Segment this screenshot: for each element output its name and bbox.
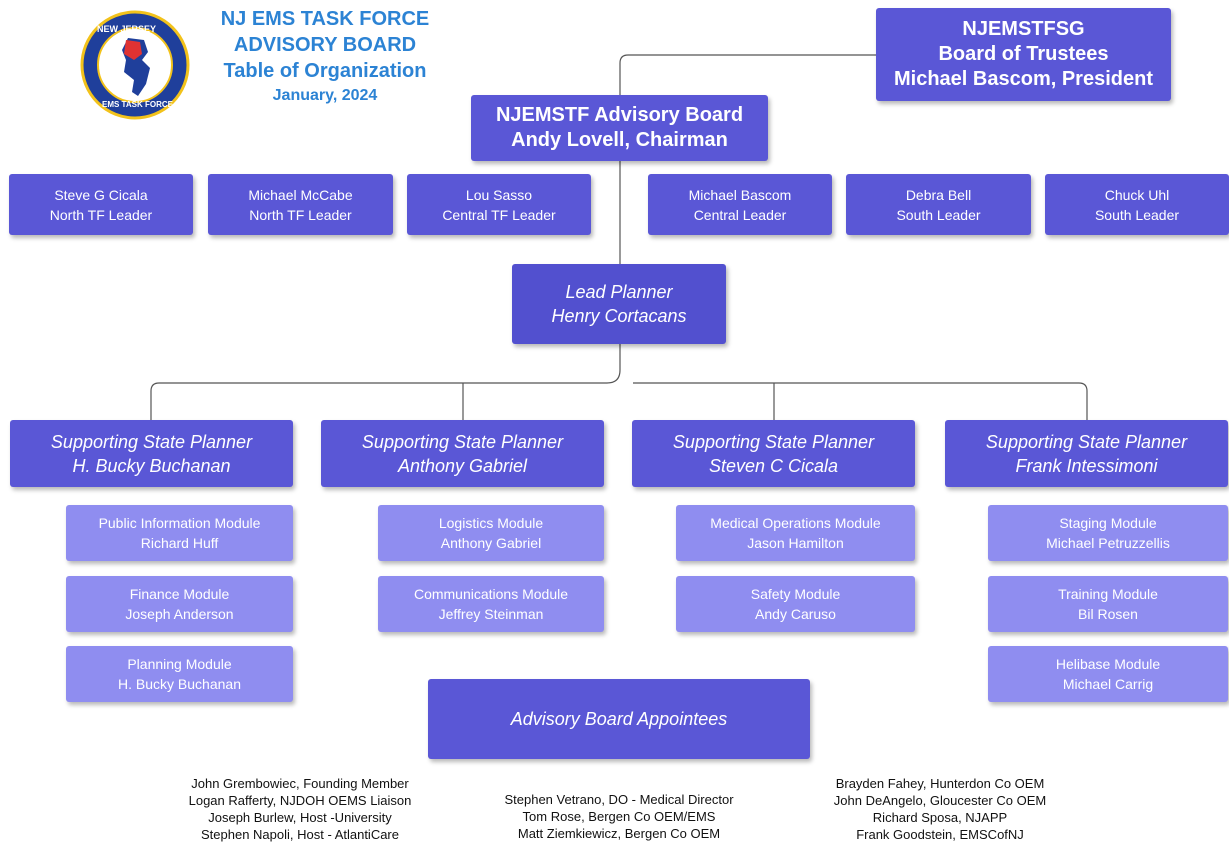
module-box: Safety Module Andy Caruso (676, 576, 915, 632)
planner-name: Frank Intessimoni (1015, 455, 1158, 476)
planner-title: Supporting State Planner (985, 431, 1188, 452)
module-box: Finance Module Joseph Anderson (66, 576, 293, 632)
lead-planner-name: Henry Cortacans (551, 306, 687, 326)
module-lead: Anthony Gabriel (440, 535, 542, 551)
module-lead: Jeffrey Steinman (438, 606, 544, 622)
logo-top-text: NEW JERSEY (97, 24, 156, 34)
leader-role: Central Leader (693, 206, 787, 223)
module-box: Public Information Module Richard Huff (66, 505, 293, 561)
module-box: Training Module Bil Rosen (988, 576, 1228, 632)
supporting-planner-box: Supporting State Planner Frank Intessimo… (945, 420, 1228, 487)
module-title: Training Module (1058, 586, 1158, 602)
supporting-planner-box: Supporting State Planner Anthony Gabriel (321, 420, 604, 487)
module-box: Communications Module Jeffrey Steinman (378, 576, 604, 632)
leader-name: Lou Sasso (465, 186, 533, 203)
appointee-name: Tom Rose, Bergen Co OEM/EMS (522, 809, 716, 824)
module-lead: Andy Caruso (755, 606, 836, 622)
leader-box: Michael Bascom Central Leader (648, 174, 832, 235)
board-of-trustees-box: NJEMSTFSG Board of Trustees Michael Basc… (876, 8, 1171, 101)
module-lead: H. Bucky Buchanan (118, 676, 241, 692)
trustees-title: Board of Trustees (938, 43, 1109, 65)
module-title: Medical Operations Module (710, 515, 881, 531)
module-box: Medical Operations Module Jason Hamilton (676, 505, 915, 561)
leader-role: North TF Leader (249, 206, 352, 223)
leader-name: Chuck Uhl (1104, 186, 1170, 203)
chart-title: NJ EMS TASK FORCE ADVISORY BOARD Table o… (190, 6, 460, 108)
planner-title: Supporting State Planner (50, 431, 253, 452)
appointees-box: Advisory Board Appointees (428, 679, 810, 759)
lead-planner-title: Lead Planner (565, 282, 673, 302)
module-title: Public Information Module (98, 515, 261, 531)
module-lead: Bil Rosen (1078, 606, 1138, 622)
logo: NEW JERSEY EMS TASK FORCE (80, 10, 190, 120)
appointee-name: Richard Sposa, NJAPP (872, 810, 1008, 825)
appointee-name: Stephen Napoli, Host - AtlantiCare (201, 827, 399, 842)
leader-box: Debra Bell South Leader (846, 174, 1031, 235)
module-lead: Richard Huff (140, 535, 219, 551)
module-title: Staging Module (1059, 515, 1157, 531)
leader-box: Chuck Uhl South Leader (1045, 174, 1229, 235)
module-title: Finance Module (129, 586, 230, 602)
appointee-name: Brayden Fahey, Hunterdon Co OEM (835, 776, 1045, 791)
new-jersey-map-seal-icon: NEW JERSEY EMS TASK FORCE (80, 10, 190, 120)
appointee-name: John DeAngelo, Gloucester Co OEM (833, 793, 1047, 808)
leader-box: Lou Sasso Central TF Leader (407, 174, 591, 235)
module-box: Planning Module H. Bucky Buchanan (66, 646, 293, 702)
title-date: January, 2024 (272, 87, 378, 104)
appointee-name: Matt Ziemkiewicz, Bergen Co OEM (517, 826, 721, 841)
lead-planner-box: Lead Planner Henry Cortacans (512, 264, 726, 344)
planner-title: Supporting State Planner (361, 431, 564, 452)
module-box: Logistics Module Anthony Gabriel (378, 505, 604, 561)
appointees-column-center: Stephen Vetrano, DO - Medical Director T… (460, 791, 778, 842)
module-box: Helibase Module Michael Carrig (988, 646, 1228, 702)
leader-name: Michael McCabe (248, 186, 353, 203)
module-title: Safety Module (750, 586, 841, 602)
leader-role: South Leader (896, 206, 981, 223)
appointee-name: Logan Rafferty, NJDOH OEMS Liaison (188, 793, 412, 808)
appointees-column-right: Brayden Fahey, Hunterdon Co OEM John DeA… (790, 775, 1090, 843)
leader-box: Michael McCabe North TF Leader (208, 174, 393, 235)
module-lead: Jason Hamilton (747, 535, 844, 551)
trustees-connector (619, 54, 876, 95)
module-title: Logistics Module (438, 515, 544, 531)
leader-name: Debra Bell (905, 186, 972, 203)
appointees-column-left: John Grembowiec, Founding Member Logan R… (150, 775, 450, 843)
appointee-name: Stephen Vetrano, DO - Medical Director (504, 792, 734, 807)
module-lead: Michael Petruzzellis (1046, 535, 1170, 551)
supporting-planner-box: Supporting State Planner H. Bucky Buchan… (10, 420, 293, 487)
planner-title: Supporting State Planner (672, 431, 875, 452)
module-title: Helibase Module (1055, 656, 1161, 672)
appointee-name: Frank Goodstein, EMSCofNJ (856, 827, 1024, 842)
lead-to-planners-connector (150, 344, 621, 420)
advisory-board-title: NJEMSTF Advisory Board (495, 104, 744, 126)
module-lead: Joseph Anderson (125, 606, 234, 622)
module-title: Communications Module (413, 586, 569, 602)
title-line-3: Table of Organization (223, 60, 427, 82)
trustees-org: NJEMSTFSG (962, 18, 1085, 40)
module-box: Staging Module Michael Petruzzellis (988, 505, 1228, 561)
leader-name: Steve G Cicala (54, 186, 148, 203)
advisory-board-chair: Andy Lovell, Chairman (511, 129, 728, 151)
appointee-name: Joseph Burlew, Host -University (208, 810, 392, 825)
planner-name: H. Bucky Buchanan (72, 455, 231, 476)
title-line-1: NJ EMS TASK FORCE (220, 8, 430, 30)
leader-role: Central TF Leader (442, 206, 556, 223)
title-line-2: ADVISORY BOARD (233, 34, 417, 56)
leader-name: Michael Bascom (688, 186, 792, 203)
lead-to-planners-connector-right (633, 382, 1088, 420)
planner-name: Steven C Cicala (708, 455, 839, 476)
leader-role: South Leader (1094, 206, 1180, 223)
logo-bottom-text: EMS TASK FORCE (102, 100, 174, 109)
module-lead: Michael Carrig (1062, 676, 1154, 692)
trustees-president: Michael Bascom, President (894, 68, 1153, 90)
leader-role: North TF Leader (49, 206, 153, 223)
leader-box: Steve G Cicala North TF Leader (9, 174, 193, 235)
advisory-board-box: NJEMSTF Advisory Board Andy Lovell, Chai… (471, 95, 768, 161)
module-title: Planning Module (127, 656, 232, 672)
appointees-title: Advisory Board Appointees (510, 709, 728, 729)
supporting-planner-box: Supporting State Planner Steven C Cicala (632, 420, 915, 487)
planner-name: Anthony Gabriel (397, 455, 528, 476)
appointee-name: John Grembowiec, Founding Member (191, 776, 409, 791)
